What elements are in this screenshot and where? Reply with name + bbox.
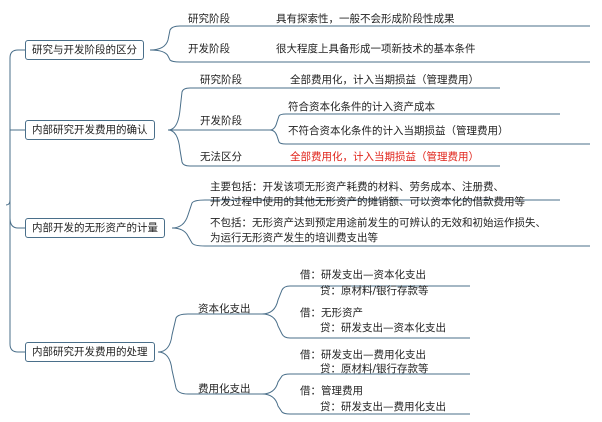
stage-research-label: 研究阶段: [188, 13, 230, 25]
topic-expense-treatment: 内部研究开发费用的处理: [25, 342, 155, 362]
entry-4-credit: 贷：研发支出—费用化支出: [320, 401, 446, 413]
capitalized-expenditure-label: 资本化支出: [198, 303, 251, 315]
entry-4-debit: 借：管理费用: [300, 385, 363, 397]
stage-development-label: 开发阶段: [188, 43, 230, 55]
recognition-development-detail-1: 符合资本化条件的计入资产成本: [288, 101, 435, 113]
measurement-exclude-line-2: 为运行无形资产发生的培训费支出等: [210, 232, 378, 244]
recognition-development-detail-2: 不符合资本化条件的计入当期损益（管理费用）: [288, 125, 509, 137]
entry-3-credit: 贷：原材料/银行存款等: [320, 363, 429, 375]
entry-2-credit: 贷：研发支出—资本化支出: [320, 322, 446, 334]
entry-3-debit: 借：研发支出—费用化支出: [300, 349, 426, 361]
stage-research-detail: 具有探索性，一般不会形成阶段性成果: [276, 13, 455, 25]
recognition-indistinct-detail: 全部费用化，计入当期损益（管理费用）: [290, 151, 479, 163]
measurement-include-line-1: 主要包括：开发该项无形资产耗费的材料、劳务成本、注册费、: [210, 181, 504, 193]
measurement-exclude-line-1: 不包括：无形资产达到预定用途前发生的可辨认的无效和初始运作损失、: [210, 217, 546, 229]
recognition-research-detail: 全部费用化，计入当期损益（管理费用）: [290, 74, 479, 86]
recognition-research-label: 研究阶段: [200, 74, 242, 86]
measurement-include-line-2: 开发过程中使用的其他无形资产的摊销额、可以资本化的借款费用等: [210, 196, 525, 208]
expensed-expenditure-label: 费用化支出: [198, 383, 251, 395]
topic-expense-recognition: 内部研究开发费用的确认: [25, 120, 155, 140]
entry-1-credit: 贷：原材料/银行存款等: [320, 285, 429, 297]
topic-research-vs-development: 研究与开发阶段的区分: [25, 40, 144, 60]
topic-measurement: 内部开发的无形资产的计量: [25, 218, 165, 238]
recognition-development-label: 开发阶段: [200, 115, 242, 127]
recognition-indistinct-label: 无法区分: [200, 151, 242, 163]
entry-1-debit: 借：研发支出—资本化支出: [300, 269, 426, 281]
entry-2-debit: 借：无形资产: [300, 307, 363, 319]
stage-development-detail: 很大程度上具备形成一项新技术的基本条件: [276, 43, 476, 55]
